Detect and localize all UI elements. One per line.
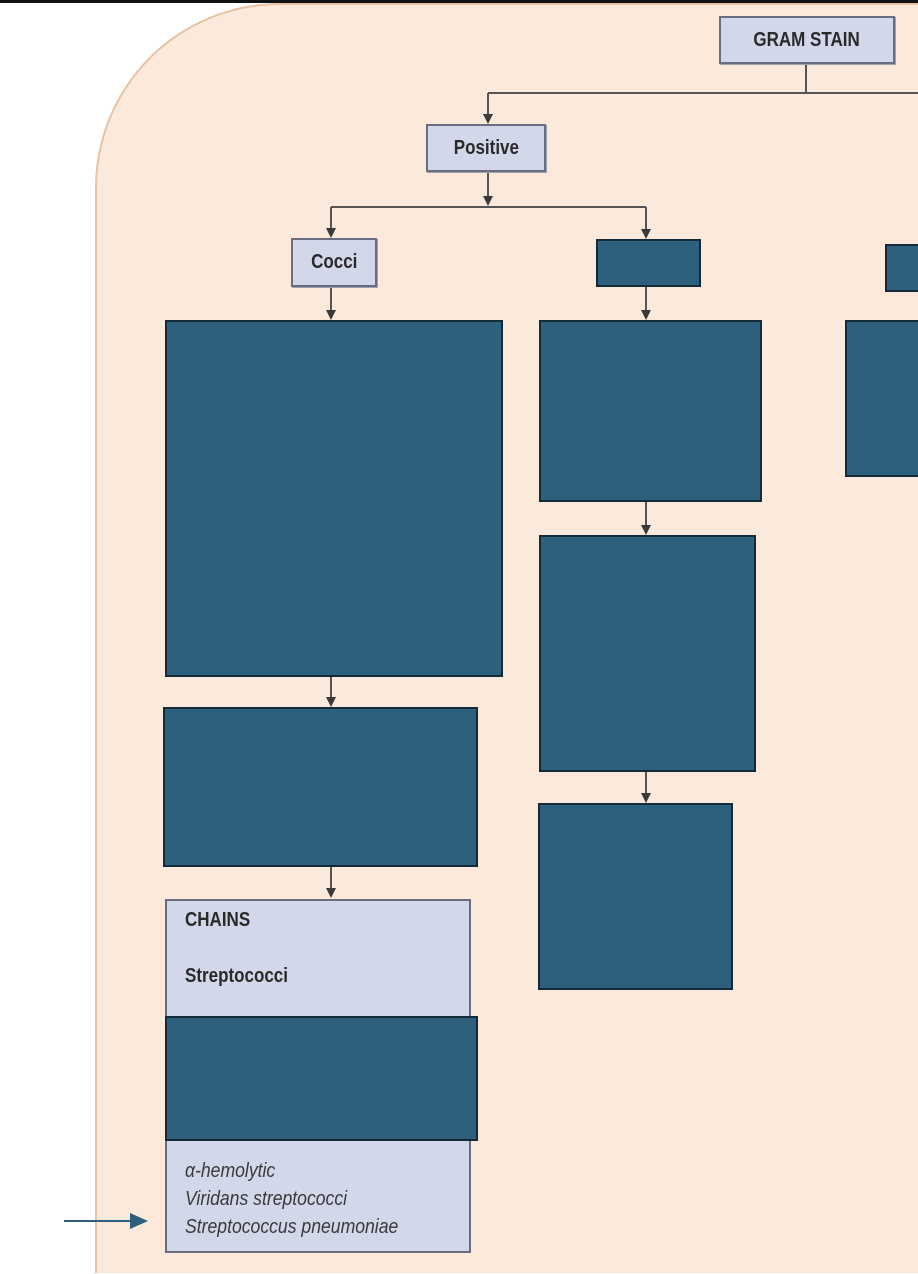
masked-box-branch2-2 [539,535,756,772]
hemolysis-label: α-hemolytic [185,1160,276,1182]
masked-box-branch2-1 [539,320,762,502]
chains-organism: Streptococci [185,965,288,987]
masked-box-cocci-2 [163,707,478,867]
species-viridans: Viridans streptococci [185,1188,348,1210]
chains-title: CHAINS [185,909,251,931]
cocci-label: Cocci [310,251,358,273]
positive-node: Positive [426,124,546,172]
masked-box-chains-middle [165,1016,478,1141]
gram-stain-node: GRAM STAIN [719,16,895,64]
gram-stain-label: GRAM STAIN [753,28,861,51]
masked-box-branch2-3 [538,803,733,990]
masked-box-cocci-1 [165,320,503,677]
masked-box-branch-3 [885,244,918,292]
chains-species-list: α-hemolytic Viridans streptococci Strept… [185,1157,398,1241]
cocci-node: Cocci [291,238,377,287]
species-pneumoniae: Streptococcus pneumoniae [185,1216,399,1238]
masked-box-branch-2 [596,239,701,287]
top-rule [0,0,918,3]
masked-box-branch3-1 [845,320,918,477]
positive-label: Positive [453,136,519,159]
